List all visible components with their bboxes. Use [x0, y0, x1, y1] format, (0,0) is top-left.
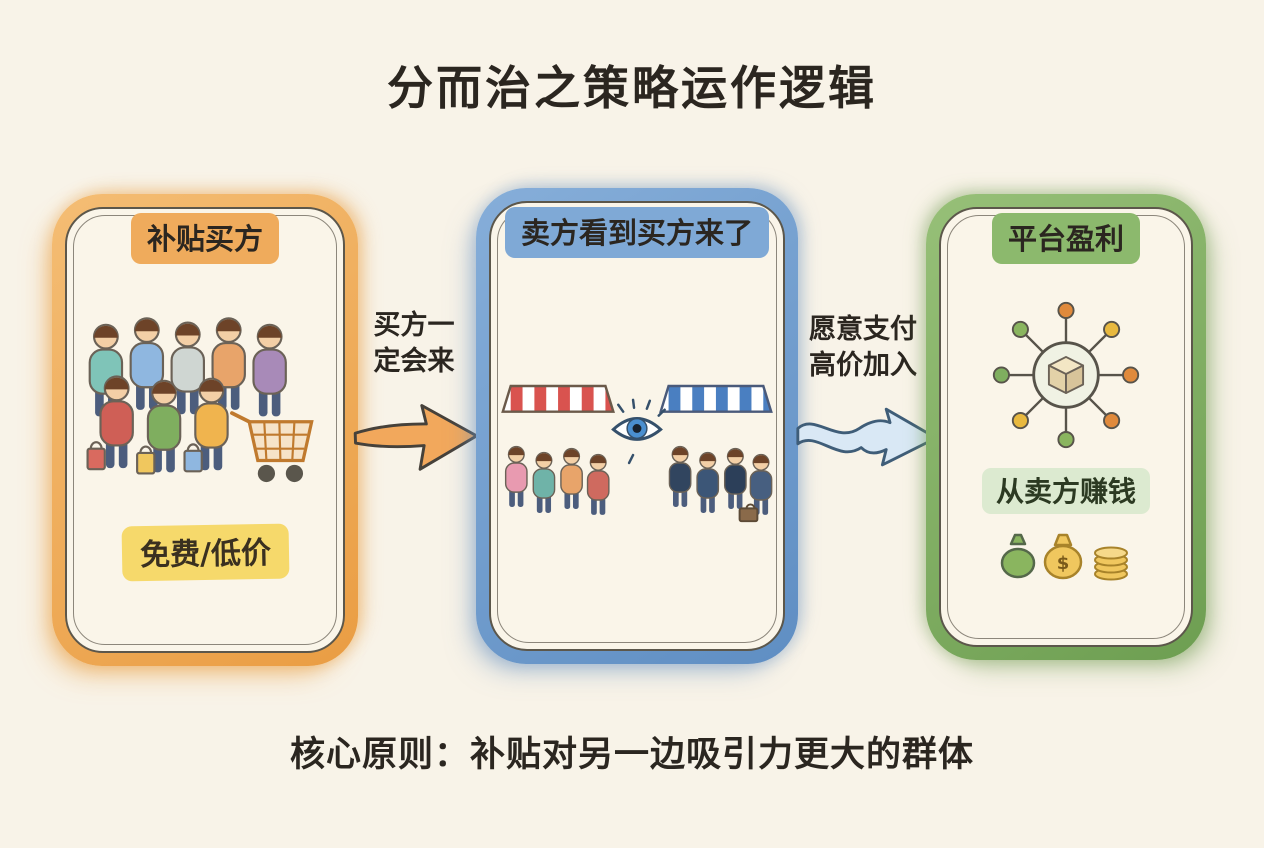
panel-platform-profit: 平台盈利 从卖方赚钱: [926, 194, 1206, 660]
arrow-buyers-to-sellers-icon: [353, 404, 479, 471]
package-box-icon: [1047, 356, 1085, 394]
buyers-group: [504, 445, 610, 516]
dollar-sign: $: [1057, 553, 1070, 574]
shoppers-illustration: [86, 317, 314, 483]
panel-sellers-see-buyers: 卖方看到买方来了: [476, 188, 798, 664]
money-bag-green-icon: [1000, 533, 1036, 579]
money-bags-icon: $: [1000, 533, 1128, 581]
shopping-cart-icon: [230, 411, 314, 483]
panel-subsidize-buyers: 补贴买方: [52, 194, 358, 666]
briefcase-icon: [738, 503, 759, 523]
panel-buyers-title: 补贴买方: [130, 213, 279, 264]
panel-sellers-title: 卖方看到买方来了: [504, 207, 769, 258]
arrow-label-pay-to-join: 愿意支付高价加入: [809, 314, 917, 382]
page-title: 分而治之策略运作逻辑: [387, 61, 877, 115]
panel-platform-title: 平台盈利: [991, 213, 1140, 264]
arrow-sellers-to-platform-icon: [796, 407, 938, 467]
buyers-caption-highlight: 免费/低价: [121, 523, 289, 582]
eye-icon: [611, 398, 666, 465]
market-stalls-illustration: [501, 384, 773, 523]
sellers-group: [668, 445, 773, 523]
core-principle-text: 核心原则：补贴对另一边吸引力更大的群体: [289, 735, 974, 775]
stall-awning-red-icon: [501, 384, 615, 413]
stall-awning-blue-icon: [659, 384, 773, 413]
arrow-label-buyers-will-come: 买方一定会来: [373, 310, 455, 378]
money-bag-gold-icon: $: [1043, 533, 1083, 580]
coin-stack-icon: [1094, 546, 1128, 581]
network-hub-icon: [992, 301, 1140, 449]
platform-caption: 从卖方赚钱: [981, 468, 1150, 514]
